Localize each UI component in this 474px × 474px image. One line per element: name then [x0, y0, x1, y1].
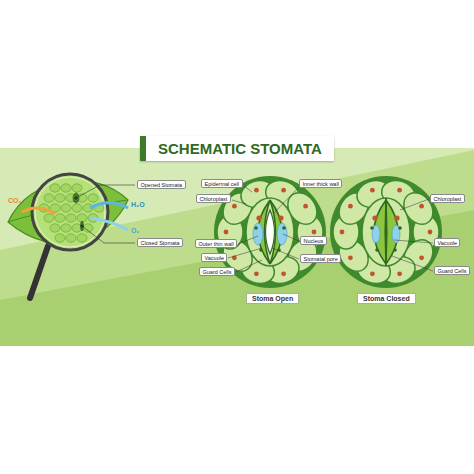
- part-label: Chloroplast: [430, 194, 465, 203]
- cell-nucleus: [281, 188, 286, 193]
- part-label: Epidermal cell: [201, 179, 243, 188]
- title: SCHEMATIC STOMATA: [158, 140, 322, 157]
- part-label: Vacuole: [201, 253, 227, 262]
- leaf-cell: [77, 234, 87, 242]
- cell-nucleus: [340, 230, 345, 235]
- part-label: Vacuole: [434, 238, 460, 247]
- cell-nucleus: [348, 204, 353, 209]
- leaf-cell: [61, 184, 71, 192]
- stomatal-pore: [266, 210, 275, 254]
- part-label: Closed Stomata: [137, 238, 183, 247]
- leaf-cell: [88, 194, 98, 202]
- leaf-cell: [66, 214, 76, 222]
- cell-nucleus: [348, 255, 353, 260]
- leaf-cell: [72, 204, 82, 212]
- stomatal-pore: [385, 210, 386, 254]
- cell-nucleus: [419, 204, 424, 209]
- magnifying-glass: [30, 174, 108, 298]
- leaf-cell: [44, 194, 54, 202]
- leaf-cell: [55, 234, 65, 242]
- o2-arrow: [90, 218, 128, 230]
- chloroplast: [375, 248, 379, 252]
- background-diagonal: [0, 150, 474, 346]
- gas-label: H₂O: [131, 201, 145, 208]
- cell-nucleus: [303, 204, 308, 209]
- background-band: [0, 148, 474, 346]
- chloroplast: [393, 248, 397, 252]
- part-label: Opened Stomata: [137, 180, 186, 189]
- leaf-cell: [55, 194, 65, 202]
- title-box: SCHEMATIC STOMATA: [140, 136, 334, 161]
- leader-lines: [228, 186, 433, 272]
- leaf-cell: [50, 184, 60, 192]
- h2o-arrow: [90, 203, 128, 208]
- guard-nucleus: [372, 215, 377, 220]
- cell-nucleus: [428, 230, 433, 235]
- part-label: Chloroplast: [196, 194, 231, 203]
- leaf-cell: [61, 204, 71, 212]
- cell-nucleus: [254, 188, 259, 193]
- chloroplast: [254, 226, 258, 230]
- chloroplast: [282, 226, 286, 230]
- cell-nucleus: [397, 188, 402, 193]
- part-label: Guard Cells: [199, 267, 235, 276]
- leaf-cell: [50, 224, 60, 232]
- part-label: Guard Cells: [434, 266, 470, 275]
- cell-nucleus: [254, 271, 259, 276]
- cell-nucleus: [281, 271, 286, 276]
- cell-nucleus: [419, 255, 424, 260]
- vacuole: [253, 223, 263, 245]
- part-label: Stomatal pore: [300, 254, 341, 263]
- part-label: Inner thick wall: [299, 179, 342, 188]
- gas-label: CO₂: [8, 197, 22, 204]
- cell-nucleus: [370, 271, 375, 276]
- closed-stoma: [81, 221, 84, 231]
- leaf-cell: [72, 184, 82, 192]
- chloroplast: [370, 226, 374, 230]
- guard-nucleus: [256, 215, 261, 220]
- opened-stoma: [73, 193, 79, 203]
- leaf-cell: [44, 214, 54, 222]
- co2-arrow: [22, 208, 55, 214]
- leaf-cell: [61, 224, 71, 232]
- guard-nucleus: [394, 215, 399, 220]
- caption-text: Stoma Closed: [363, 295, 410, 302]
- cell-nucleus: [232, 204, 237, 209]
- caption-box: Stoma Closed: [357, 293, 416, 304]
- central-region: [362, 198, 410, 266]
- part-label: Nucleus: [300, 236, 327, 245]
- gas-label: O₂: [131, 227, 140, 234]
- leaf-cell: [66, 234, 76, 242]
- guard-nucleus: [278, 215, 283, 220]
- chloroplast: [398, 226, 402, 230]
- stoma-closed-drawing: [330, 176, 442, 288]
- cell-nucleus: [224, 230, 229, 235]
- cell-nucleus: [370, 188, 375, 193]
- leader-lines: [75, 185, 135, 243]
- cell-nucleus: [312, 230, 317, 235]
- caption-box: Stoma Open: [246, 293, 299, 304]
- vacuole: [277, 223, 287, 245]
- leaf-cell: [55, 214, 65, 222]
- stoma-outline: [330, 176, 442, 288]
- central-region: [246, 198, 294, 266]
- part-label: Outer thin wall: [195, 239, 237, 248]
- cell-nucleus: [397, 271, 402, 276]
- caption-text: Stoma Open: [252, 295, 293, 302]
